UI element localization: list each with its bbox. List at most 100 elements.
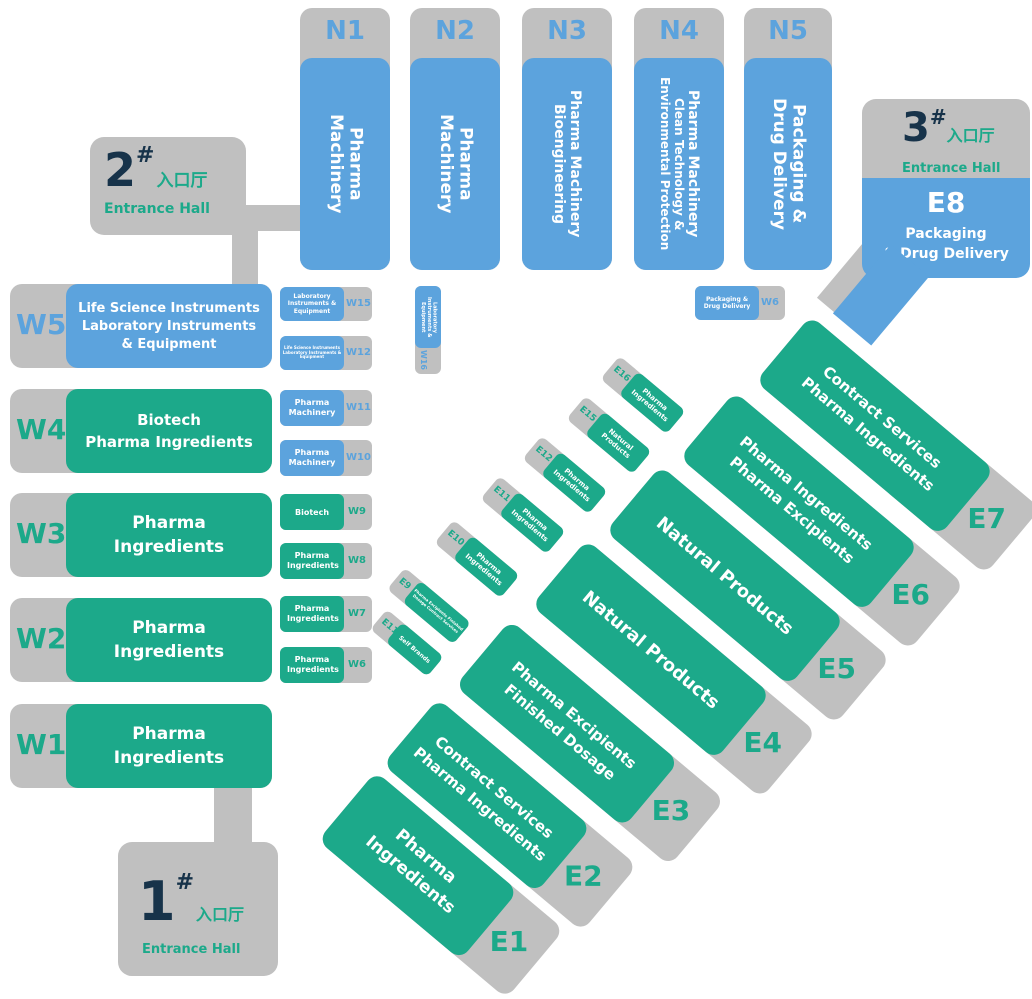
hall-label: Laboratory Instruments & Equipment <box>287 293 337 315</box>
hall-code: N4 <box>659 16 699 46</box>
hall-code: W16 <box>419 350 428 370</box>
hall-code: N1 <box>325 16 365 46</box>
hall-code: W12 <box>346 347 371 358</box>
hall-label: Pharma Ingredients <box>287 550 339 570</box>
hall-code: W11 <box>346 402 371 413</box>
hall-w6[interactable]: Pharma Ingredients W6 <box>280 647 372 683</box>
hall-label: Laboratory Instruments <box>81 318 257 334</box>
hall-w11[interactable]: Pharma Machinery W11 <box>280 390 372 426</box>
entrance-cn: 入口厅 <box>946 126 995 145</box>
entrance-cn: 入口厅 <box>196 905 245 924</box>
hall-e8[interactable]: E8 Packaging & Drug Delivery <box>862 178 1030 278</box>
hall-code: E5 <box>817 652 856 686</box>
hall-w5[interactable]: W5 Life Science Instruments Laboratory I… <box>10 284 272 368</box>
hall-code: N5 <box>768 16 808 46</box>
hall-code: W9 <box>348 506 366 517</box>
hall-code: W6 <box>348 659 366 670</box>
hall-label: Pharma Excipients Finished Dosage Contra… <box>411 587 465 635</box>
hall-label: Biotech <box>137 411 201 429</box>
hall-e10[interactable]: E10 Pharma Ingredients <box>434 519 520 599</box>
hall-label: Packaging <box>905 226 987 242</box>
hall-code: W6 <box>761 297 779 308</box>
hall-label: Pharma Ingredients <box>287 654 339 674</box>
entrance-hall-2[interactable]: 2#入口厅 Entrance Hall <box>90 137 246 235</box>
hall-code: E9 <box>396 576 413 592</box>
hall-label: Pharma <box>132 513 206 533</box>
entrance-label: Entrance Hall <box>142 942 241 957</box>
entrance-sup: # <box>136 143 155 168</box>
hall-label: & Drug Delivery <box>883 246 1009 262</box>
hall-label: Pharma Machinery <box>288 397 336 417</box>
hall-w8[interactable]: Pharma Ingredients W8 <box>280 543 372 579</box>
hall-code: E3 <box>651 793 691 827</box>
hall-e12[interactable]: E12 Pharma Ingredients <box>522 435 608 515</box>
hall-label: Pharma Ingredients <box>551 466 592 504</box>
hall-e11[interactable]: E11 Pharma Ingredients <box>480 475 566 555</box>
entrance-sup: # <box>175 870 195 895</box>
hall-code: W1 <box>16 728 67 761</box>
hall-w7[interactable]: Pharma Ingredients W7 <box>280 596 372 632</box>
hall-label: Life Science Instruments Laboratory Inst… <box>282 344 342 360</box>
hall-label: Pharma Ingredients <box>85 433 253 451</box>
hall-label: Pharma Machinery <box>288 447 336 467</box>
hall-label: Pharma <box>132 724 206 744</box>
hall-w12[interactable]: Life Science Instruments Laboratory Inst… <box>280 336 372 370</box>
hall-label: Pharma Ingredients <box>463 550 504 588</box>
hall-label: Natural Products <box>599 427 635 461</box>
hall-w10[interactable]: Pharma Machinery W10 <box>280 440 372 476</box>
entrance-hall-1[interactable]: 1#入口厅 Entrance Hall <box>118 842 278 976</box>
hall-label: Ingredients <box>113 642 225 662</box>
hall-code: W15 <box>346 298 371 309</box>
hall-label: Packaging &Drug Delivery <box>769 97 809 231</box>
hall-code: E8 <box>926 186 966 219</box>
hall-label: Life Science Instruments <box>78 300 260 316</box>
hall-w15[interactable]: Laboratory Instruments & Equipment W15 <box>280 287 372 321</box>
hall-label: Pharma Ingredients <box>629 386 670 424</box>
entrance-number: 1 <box>138 870 176 933</box>
hall-w4[interactable]: W4 Biotech Pharma Ingredients <box>10 389 272 473</box>
entrance-number: 3 <box>902 105 930 151</box>
hall-label: Self Brands <box>397 634 432 665</box>
hall-w9[interactable]: Biotech W9 <box>280 494 372 530</box>
hall-label: Ingredients <box>113 748 225 768</box>
hall-code: N2 <box>435 16 475 46</box>
entrance-sup: # <box>929 105 947 129</box>
hall-code: W7 <box>348 608 366 619</box>
hall-code: E6 <box>891 578 930 612</box>
hall-code: W4 <box>16 413 67 446</box>
hall-code: E4 <box>743 726 782 760</box>
hall-code: W8 <box>348 555 366 566</box>
hall-w3[interactable]: W3 Pharma Ingredients <box>10 493 272 577</box>
entrance-label: Entrance Hall <box>104 201 210 217</box>
hall-code: N3 <box>547 16 587 46</box>
entrance-cn: 入口厅 <box>156 171 208 191</box>
entrance-label: Entrance Hall <box>902 161 1001 176</box>
hall-code: E2 <box>564 859 603 893</box>
hall-code: W10 <box>346 452 371 463</box>
hall-label: Pharma Ingredients <box>287 603 339 623</box>
hall-label: Packaging & Drug Delivery <box>703 295 751 310</box>
hall-label: Ingredients <box>113 537 225 557</box>
hall-label: Pharma Ingredients <box>509 506 550 544</box>
hall-code: W3 <box>16 517 67 550</box>
hall-code: E7 <box>967 502 1006 536</box>
hall-code: W5 <box>16 308 67 341</box>
hall-label: & Equipment <box>121 336 217 352</box>
hall-w1[interactable]: W1 Pharma Ingredients <box>10 704 272 788</box>
hall-w2[interactable]: W2 Pharma Ingredients <box>10 598 272 682</box>
hall-w16[interactable]: Laboratory Instruments & Equipment W16 <box>415 286 441 374</box>
hall-packaging-small[interactable]: Packaging & Drug Delivery W6 <box>695 286 785 320</box>
hall-label: Biotech <box>294 507 330 517</box>
hall-n5[interactable]: N5 Packaging &Drug Delivery <box>744 8 832 270</box>
hall-label: Pharma <box>132 618 206 638</box>
entrance-number: 2 <box>104 143 137 197</box>
hall-code: E1 <box>489 924 529 958</box>
